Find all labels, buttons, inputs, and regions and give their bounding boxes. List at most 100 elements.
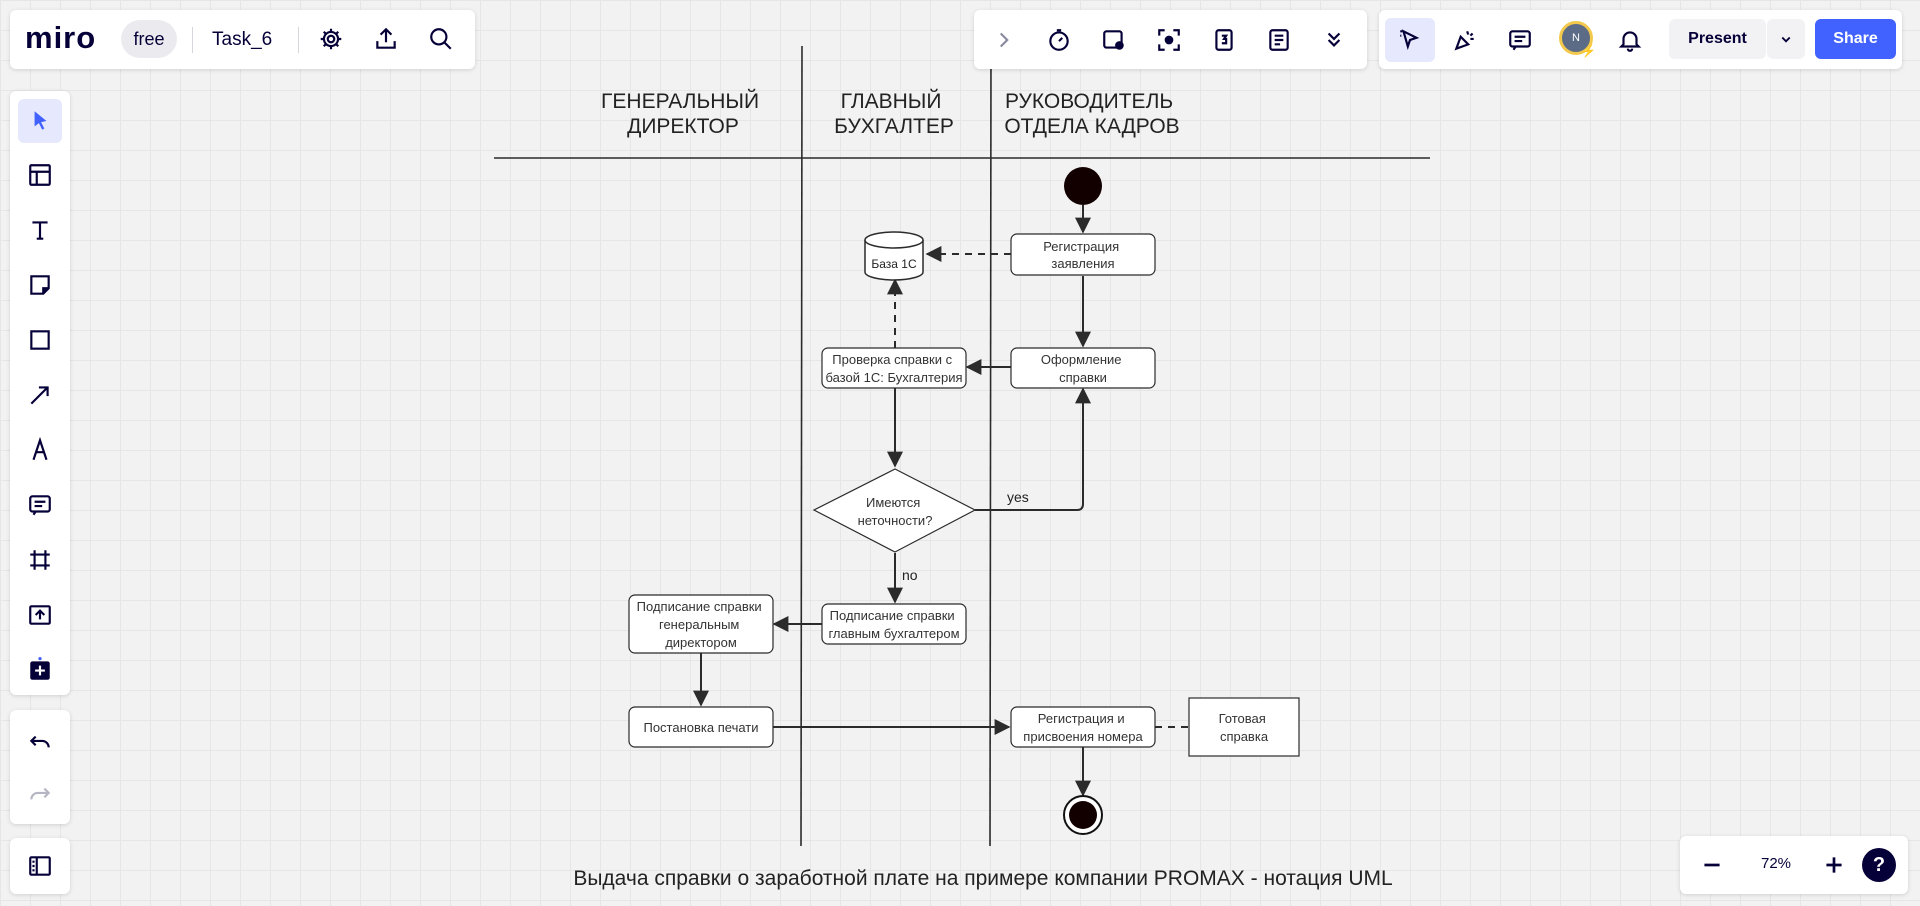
shape-tool[interactable] [20, 320, 60, 360]
frame-icon [30, 550, 50, 570]
present-options-button[interactable] [1767, 19, 1805, 59]
edge-label-no: no [902, 567, 918, 583]
export-button[interactable] [366, 19, 406, 59]
node-sign-accountant[interactable]: Подписание справки главным бухгалтером [821, 603, 967, 645]
share-button[interactable]: Share [1815, 19, 1896, 59]
svg-text:Имеются неточности?: Имеются неточности? [858, 495, 933, 528]
minus-icon [1704, 863, 1720, 867]
divider [298, 27, 299, 53]
diagram-caption: Выдача справки о заработной плате на при… [573, 867, 1392, 890]
present-button[interactable]: Present [1669, 19, 1766, 59]
zoom-in-button[interactable] [1814, 845, 1854, 885]
timer-button[interactable] [1039, 20, 1079, 60]
layout-template-icon [29, 164, 51, 186]
database-label: База 1С [871, 257, 917, 271]
lightning-icon: ⚡ [1581, 44, 1596, 58]
search-button[interactable] [421, 19, 461, 59]
double-chevron-down-icon [1327, 32, 1341, 47]
comments-button[interactable] [1500, 20, 1540, 60]
templates-button[interactable] [1094, 20, 1134, 60]
comment-icon [29, 495, 51, 516]
add-app-icon [30, 657, 50, 680]
text-icon [32, 221, 48, 240]
board-panel-toggle [10, 838, 70, 894]
lane-title-accountant: ГЛАВНЫЙ БУХГАЛТЕР [834, 89, 954, 138]
lane-title-director: ГЕНЕРАЛЬНЫЙ ДИРЕКТОР [601, 89, 765, 138]
arrow-icon [30, 386, 49, 405]
node-check[interactable]: Проверка справки с базой 1С: Бухгалтерия [821, 347, 967, 389]
help-icon: ? [1872, 853, 1886, 876]
node-registration[interactable]: Регистрация заявления [1010, 233, 1156, 276]
expand-toolbar-button[interactable] [984, 20, 1024, 60]
zoom-level[interactable]: 72% [1760, 855, 1792, 872]
sidebar-icon [29, 856, 51, 876]
templates-tool[interactable] [20, 155, 60, 195]
redo-button[interactable] [20, 774, 60, 814]
document-icon [1269, 29, 1289, 51]
svg-text:Готовая справка: Готовая справка [1219, 711, 1270, 744]
svg-text:Подписание справки генер: Подписание справки генеральным директоро… [637, 599, 766, 650]
countdown-button[interactable] [1204, 20, 1244, 60]
comment-tool[interactable] [20, 485, 60, 525]
edge-decision-yes[interactable] [975, 387, 1091, 511]
notifications-button[interactable] [1610, 20, 1650, 60]
edge-label-yes: yes [1007, 489, 1029, 505]
svg-text:Проверка справки с базой: Проверка справки с базой 1С: Бухгалтерия [825, 352, 962, 385]
database-node[interactable]: База 1С [864, 231, 924, 281]
miro-logo[interactable]: miro [25, 20, 97, 55]
node-prepare[interactable]: Оформление справки [1010, 347, 1156, 389]
start-node[interactable] [1064, 167, 1102, 205]
svg-text:Регистрация и присвоения: Регистрация и присвоения номера [1023, 711, 1143, 744]
reactions-button[interactable] [1445, 20, 1485, 60]
zoom-controls: 72% ? [1680, 836, 1908, 894]
search-icon [430, 28, 452, 50]
celebration-icon [1454, 30, 1474, 51]
pen-tool[interactable] [20, 430, 60, 470]
plan-badge[interactable]: free [121, 20, 177, 58]
cursor-mode-button[interactable] [1385, 18, 1435, 62]
node-ready-document[interactable]: Готовая справка [1188, 697, 1300, 757]
gear-icon [320, 28, 342, 50]
text-tool[interactable] [20, 210, 60, 250]
svg-text:Постановка печати: Постановка печати [643, 720, 758, 735]
select-tool[interactable] [18, 99, 62, 143]
zoom-out-button[interactable] [1692, 845, 1732, 885]
collaboration-toolbar [974, 10, 1367, 69]
notes-button[interactable] [1259, 20, 1299, 60]
chevron-down-icon [1781, 36, 1791, 43]
comment-icon [1509, 30, 1531, 51]
more-apps-tool[interactable] [20, 650, 60, 690]
node-sign-director[interactable]: Подписание справки генеральным директоро… [628, 594, 774, 654]
sticky-note-tool[interactable] [20, 265, 60, 305]
upload-icon [29, 605, 51, 625]
divider [192, 27, 193, 53]
connection-line-tool[interactable] [20, 375, 60, 415]
lane-title-hr: РУКОВОДИТЕЛЬ ОТДЕЛА КАДРОВ [1004, 90, 1179, 138]
lane-divider-2 [989, 45, 992, 847]
svg-text:Подписание справки главн: Подписание справки главным бухгалтером [828, 608, 959, 641]
board-name[interactable]: Task_6 [212, 29, 273, 50]
focus-button[interactable] [1149, 20, 1189, 60]
timer-icon [1049, 29, 1069, 51]
node-stamp[interactable]: Постановка печати [628, 706, 774, 748]
redo-icon [30, 787, 51, 800]
end-node[interactable] [1063, 795, 1103, 835]
undo-button[interactable] [20, 722, 60, 762]
settings-button[interactable] [311, 19, 351, 59]
share-label: Share [1833, 30, 1878, 47]
more-tools-button[interactable] [1314, 20, 1354, 60]
lane-divider-1 [800, 45, 803, 847]
pen-icon [32, 437, 48, 461]
undo-icon [29, 735, 50, 748]
frame-tool[interactable] [20, 540, 60, 580]
user-avatar[interactable]: N ⚡ [1559, 21, 1596, 58]
help-button[interactable]: ? [1862, 848, 1896, 882]
node-decision[interactable]: Имеются неточности? [812, 468, 977, 553]
square-icon [30, 330, 50, 350]
upload-icon [376, 27, 396, 49]
toggle-sidebar-button[interactable] [20, 846, 60, 886]
node-register-number[interactable]: Регистрация и присвоения номера [1010, 706, 1156, 748]
upload-tool[interactable] [20, 595, 60, 635]
chevron-right-icon [999, 32, 1009, 48]
